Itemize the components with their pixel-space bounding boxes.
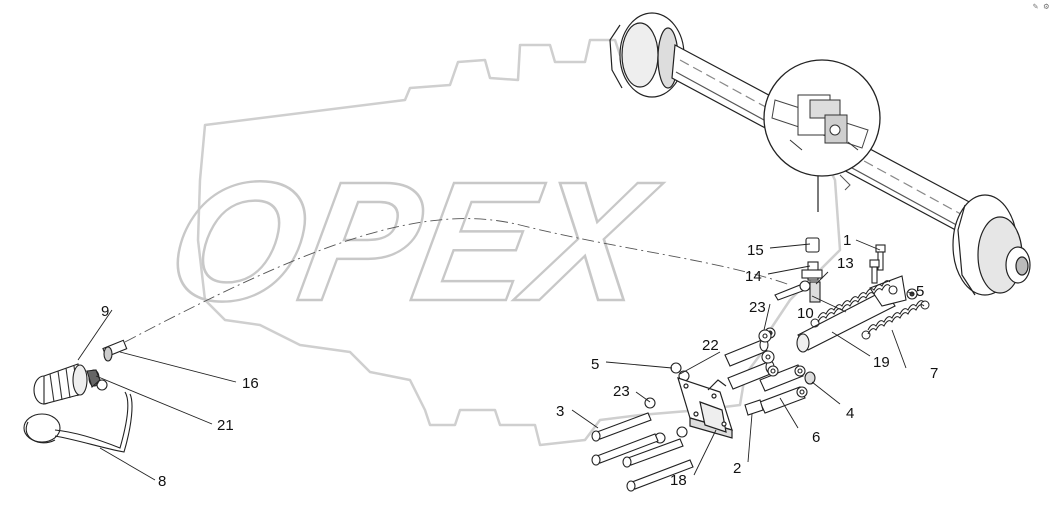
callout-5-left: 5 xyxy=(591,356,599,373)
cable-path xyxy=(124,218,791,343)
leader-lines xyxy=(77,239,915,481)
mounting-bracket xyxy=(677,377,733,439)
brand-watermark: OPEX xyxy=(156,147,670,337)
callout-18: 18 xyxy=(670,472,687,489)
spring-lower xyxy=(861,300,930,340)
callout-1: 1 xyxy=(843,232,851,249)
long-bolts xyxy=(591,412,694,492)
gear-watermark xyxy=(196,38,842,447)
callout-15: 15 xyxy=(747,242,764,259)
connector-plug xyxy=(33,339,128,405)
corner-mark: ✎ ⚙ xyxy=(1032,2,1049,12)
dust-cap xyxy=(23,379,133,453)
callout-5-right: 5 xyxy=(916,283,924,300)
callout-9: 9 xyxy=(101,303,109,320)
callout-10: 10 xyxy=(797,305,814,322)
callout-14: 14 xyxy=(745,268,762,285)
callout-19: 19 xyxy=(873,354,890,371)
detail-circle xyxy=(763,59,881,212)
callout-3: 3 xyxy=(556,403,564,420)
callout-2: 2 xyxy=(733,460,741,477)
spacer-tubes xyxy=(724,338,806,416)
callout-16: 16 xyxy=(242,375,259,392)
callout-6: 6 xyxy=(812,429,820,446)
callout-4: 4 xyxy=(846,405,854,422)
spring-upper xyxy=(810,280,891,328)
callout-22: 22 xyxy=(702,337,719,354)
callout-7: 7 xyxy=(930,365,938,382)
clevis-rod xyxy=(764,275,918,353)
callout-21: 21 xyxy=(217,417,234,434)
callout-8: 8 xyxy=(158,473,166,490)
callout-23-upper: 23 xyxy=(749,299,766,316)
washers xyxy=(644,329,816,444)
callout-23-lower: 23 xyxy=(613,383,630,400)
callout-13: 13 xyxy=(837,255,854,272)
valve-fittings xyxy=(774,237,886,303)
